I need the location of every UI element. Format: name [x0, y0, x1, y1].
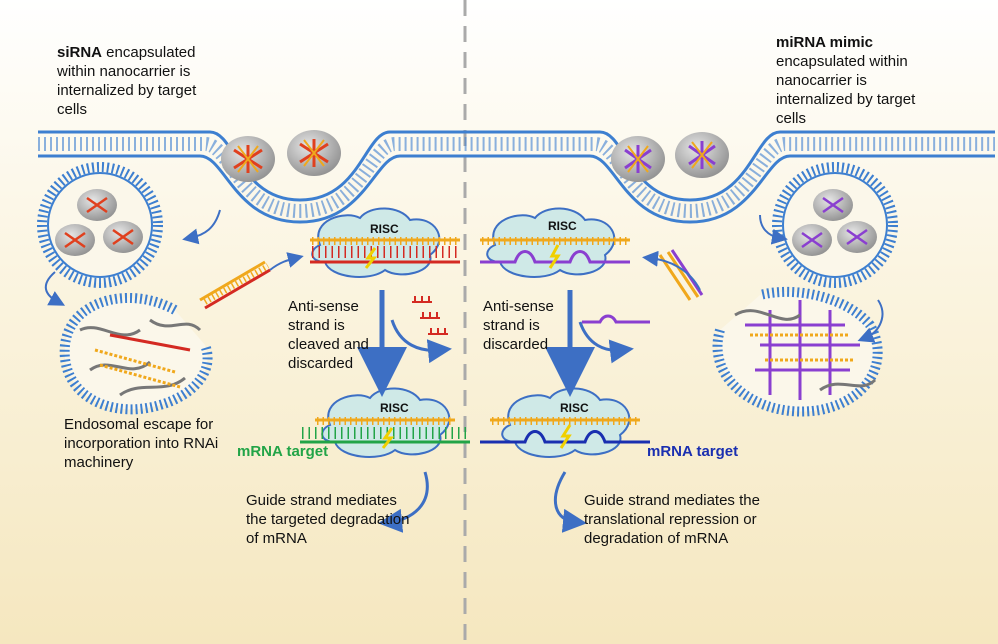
arrow-into-endosome-left: [182, 209, 221, 245]
arrow-guide-right: [554, 471, 587, 533]
risc-top-left: [310, 207, 460, 278]
endosome-escape-right: [712, 286, 883, 417]
nanocarrier-left-2: [287, 130, 341, 176]
sirna-antisense-text: Anti-sense strand is cleaved and discard…: [288, 298, 369, 372]
sirna-title-rest: encapsulated within nanocarrier is inter…: [57, 44, 197, 118]
endosome-escape-left: [59, 292, 213, 415]
mirna-guide-text: Guide strand mediates the translational …: [584, 492, 760, 547]
risc-bottom-right: [480, 387, 650, 458]
arrow-guide-left: [378, 471, 429, 533]
mirna-title-bold: miRNA mimic: [776, 34, 873, 51]
arrow-discard-left: [390, 319, 452, 364]
mrna-target-label-left: mRNA target: [237, 443, 329, 460]
discarded-strand-right: [582, 314, 650, 324]
risc-label-bottom-left: RISC: [380, 401, 409, 415]
mrna-target-label-right: mRNA target: [647, 443, 739, 460]
free-mirna-mimic: [658, 249, 704, 301]
nanocarrier-left-1: [221, 136, 275, 182]
risc-top-right: [480, 207, 630, 278]
arrow-endosome-left: [44, 271, 66, 306]
arrow-to-risc-right: [642, 250, 701, 291]
endosome-left: [37, 162, 163, 288]
nanocarrier-right-2: [675, 132, 729, 178]
risc-label-top-left: RISC: [370, 222, 399, 236]
arrow-to-risc-left: [269, 252, 304, 271]
arrow-discard-right: [578, 321, 634, 364]
sirna-title: siRNA encapsulated within nanocarrier is…: [57, 43, 227, 119]
sirna-guide-text: Guide strand mediates the targeted degra…: [246, 492, 410, 547]
free-sirna-duplex: [199, 260, 271, 310]
risc-label-bottom-right: RISC: [560, 401, 589, 415]
risc-bottom-left: [300, 387, 470, 458]
endosome-right: [772, 162, 898, 288]
sirna-title-bold: siRNA: [57, 44, 103, 61]
endosomal-escape-text: Endosomal escape for incorporation into …: [64, 416, 219, 471]
cleaved-fragments: [412, 296, 448, 335]
risc-label-top-right: RISC: [548, 219, 577, 233]
arrow-into-endosome-right: [759, 214, 788, 245]
mirna-title: miRNA mimic encapsulated within nanocarri…: [776, 33, 926, 128]
mirna-title-rest: encapsulated within nanocarrier is inter…: [776, 53, 916, 127]
mirna-antisense-text: Anti-sense strand is discarded: [483, 298, 554, 353]
arrow-endosome-right: [857, 299, 884, 343]
nanocarrier-right-1: [611, 136, 665, 182]
